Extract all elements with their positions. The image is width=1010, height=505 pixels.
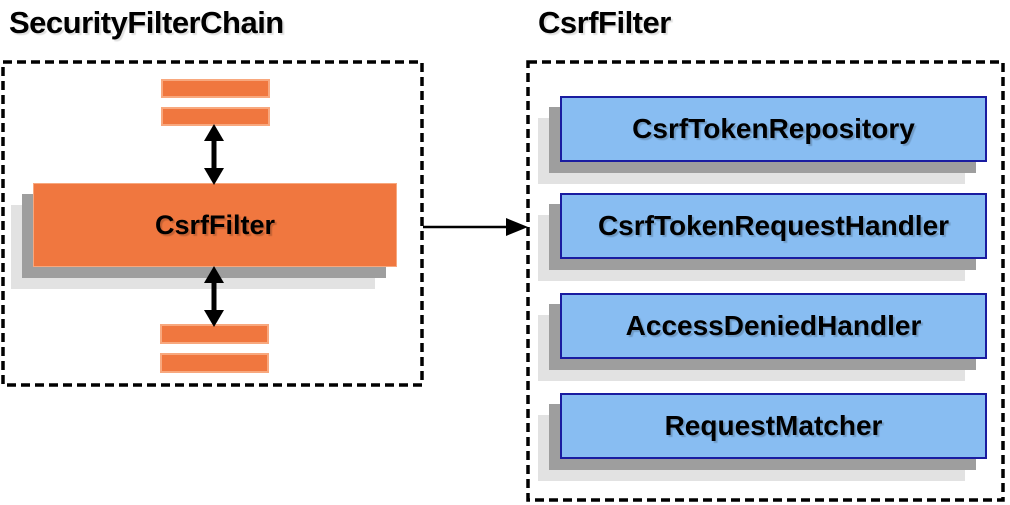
component-label: CsrfTokenRequestHandler xyxy=(597,210,950,241)
component-label: CsrfTokenRepository xyxy=(632,113,915,144)
csrf-filter-box-label: CsrfFilter xyxy=(154,209,276,240)
component-label: AccessDeniedHandler xyxy=(625,310,922,341)
filter-chain-bar xyxy=(161,107,270,126)
csrf-filter-box: CsrfFilter xyxy=(33,183,397,267)
filter-chain-bar xyxy=(160,353,269,373)
filter-chain-bar xyxy=(160,324,269,344)
csrf-filter-container xyxy=(526,60,1005,502)
component-box-access-denied-handler: AccessDeniedHandler xyxy=(560,293,987,359)
security-filter-chain-title: SecurityFilterChain xyxy=(9,5,284,40)
bidirectional-arrow-icon xyxy=(204,266,224,327)
component-box-csrf-token-repository: CsrfTokenRepository xyxy=(560,96,987,162)
filter-chain-bar xyxy=(161,79,270,98)
security-filter-chain-container xyxy=(1,60,424,387)
flow-arrow-icon xyxy=(423,218,528,236)
component-box-request-matcher: RequestMatcher xyxy=(560,393,987,459)
component-box-csrf-token-request-handler: CsrfTokenRequestHandler xyxy=(560,193,987,259)
bidirectional-arrow-icon xyxy=(204,124,224,185)
csrf-filter-title: CsrfFilter xyxy=(538,5,671,40)
component-label: RequestMatcher xyxy=(664,410,883,441)
